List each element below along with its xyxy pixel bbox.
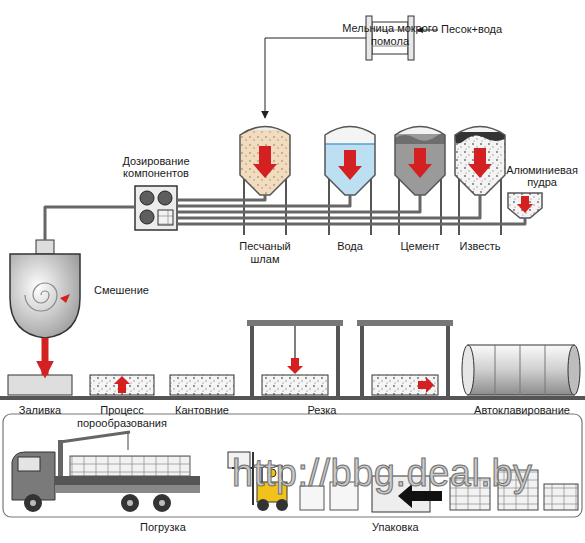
cutting-frame [357, 320, 453, 396]
node-label: Песчаный шлам [229, 240, 301, 265]
node-label: Процесс порообразования [72, 404, 172, 429]
pipe [177, 218, 525, 224]
autoclave: Автоклавирование [462, 343, 582, 397]
autoclave [462, 345, 580, 395]
node-label: Мельница мокрого помола [335, 22, 445, 47]
silo: Цемент [395, 118, 445, 195]
silo: Известь [455, 118, 505, 195]
stage-label: Погрузка [140, 521, 186, 534]
stage-label: Упаковка [372, 521, 419, 534]
mold: Кантовние [170, 375, 234, 395]
pipe [177, 195, 480, 218]
node-label: Дозирование компонентов [108, 155, 204, 180]
node-label: Вода [314, 240, 386, 253]
mixer: Смешение [8, 240, 82, 338]
watermark: http://bbg.deal.by [232, 452, 533, 496]
mold-rising [90, 375, 154, 395]
dispatch-area [3, 414, 582, 517]
cutting-frame [247, 320, 343, 396]
mold: Заливка [8, 375, 72, 395]
pipe [45, 207, 135, 240]
pipe [177, 195, 350, 206]
node-label: Смешение [94, 284, 174, 297]
silo: Вода [325, 118, 375, 195]
pipe [177, 195, 265, 200]
node-label: Цемент [384, 240, 456, 253]
mill: Мельница мокрого помола [366, 16, 414, 60]
conveyor [0, 396, 585, 400]
pipe [177, 195, 420, 212]
mixer [10, 240, 80, 338]
truck [12, 432, 200, 512]
mold [8, 375, 72, 395]
mold-tilted [170, 375, 234, 395]
node-label: Кантовние [166, 404, 238, 417]
feed-line [265, 38, 366, 118]
node-label: Известь [444, 240, 516, 253]
flow-arrow [42, 338, 49, 375]
node-label: Заливка [5, 404, 75, 417]
dosing-unit [135, 186, 177, 230]
dosing-unit: Дозирование компонентов [135, 186, 177, 230]
node-label: Автоклавирование [462, 404, 582, 417]
cutting-station: Резка [245, 318, 455, 398]
powder-hopper: Алюминиевая пудра [508, 193, 542, 218]
silo: Песчаный шлам [240, 118, 290, 195]
powder-hopper [508, 193, 542, 218]
node-label: Алюминиевая пудра [501, 164, 583, 189]
node-label: Резка [292, 404, 352, 417]
mold: Процесс порообразования [90, 375, 154, 395]
input-label: Песок+вода [441, 23, 502, 36]
